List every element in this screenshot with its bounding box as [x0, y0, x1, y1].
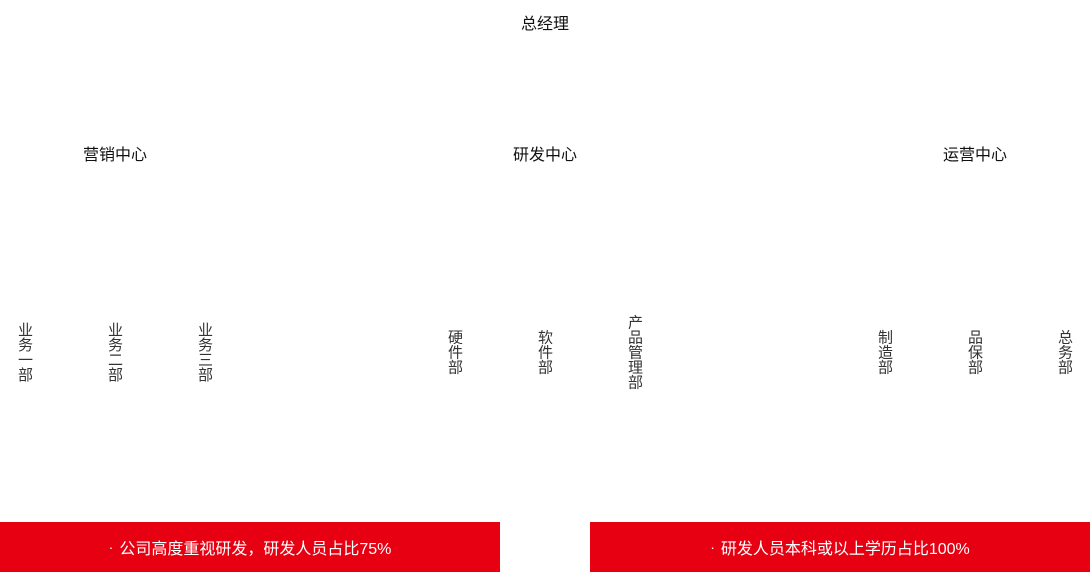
dept-general-affairs: 总务部 [1056, 329, 1074, 375]
dept-sales-1: 业务一部 [16, 322, 34, 382]
dept-product-management: 产品管理部 [626, 314, 644, 390]
general-manager-node: 总经理 [520, 14, 570, 33]
center-marketing-node: 营销中心 [82, 145, 148, 164]
center-operations-node: 运营中心 [942, 145, 1008, 164]
bullet-icon: · [108, 539, 114, 555]
dept-sales-3: 业务三部 [196, 322, 214, 382]
dept-sales-2: 业务二部 [106, 322, 124, 382]
dept-hardware: 硬件部 [446, 329, 464, 375]
dept-software: 软件部 [536, 329, 554, 375]
banner-rnd-ratio-text: 公司高度重视研发，研发人员占比75% [119, 541, 392, 558]
banner-education-ratio-text: 研发人员本科或以上学历占比100% [720, 541, 970, 558]
banner-rnd-ratio: · 公司高度重视研发，研发人员占比75% [0, 522, 500, 572]
banner-education-ratio: · 研发人员本科或以上学历占比100% [590, 522, 1090, 572]
dept-manufacturing: 制造部 [876, 329, 894, 375]
center-rnd-node: 研发中心 [512, 145, 578, 164]
bullet-icon: · [710, 539, 715, 555]
dept-quality-assurance: 品保部 [966, 329, 984, 375]
